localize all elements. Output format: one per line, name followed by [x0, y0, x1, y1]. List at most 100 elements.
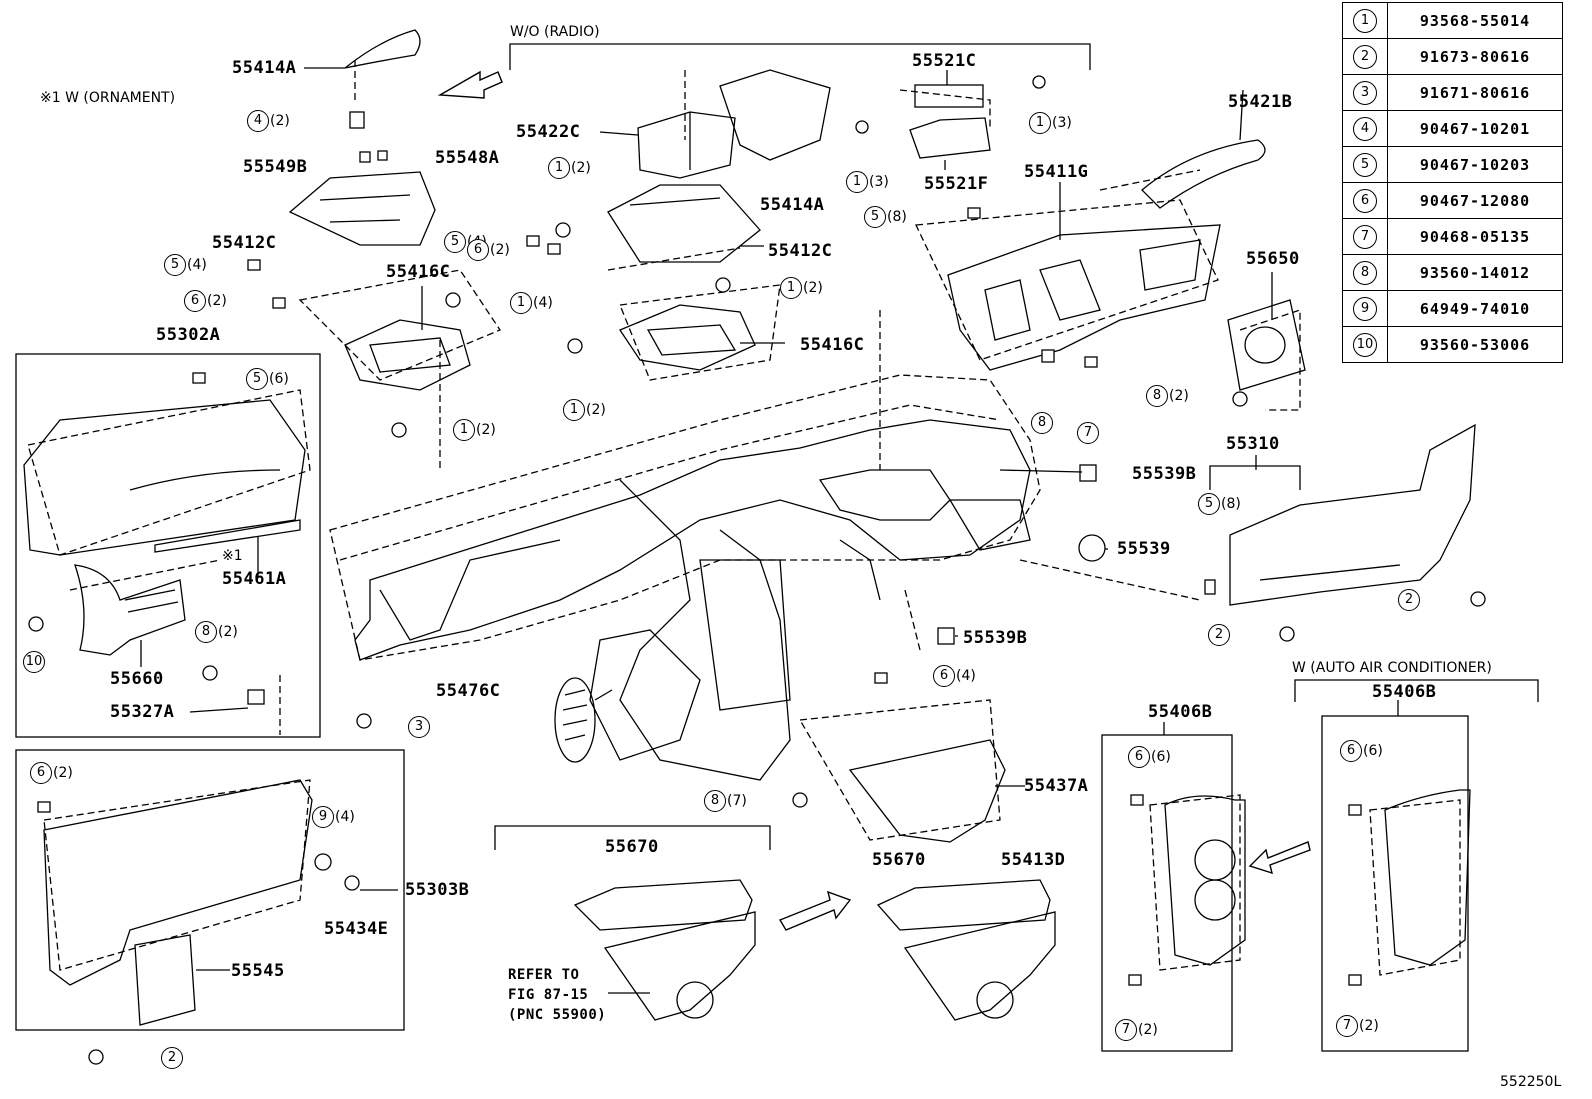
part-label-55412C: 55412C — [212, 233, 277, 253]
callout-2: 2 — [1398, 589, 1420, 611]
component-55310 — [1229, 423, 1476, 606]
part-label-55461A: 55461A — [222, 569, 287, 589]
callout-8: 8 — [1031, 412, 1053, 434]
part-label-55521F: 55521F — [924, 174, 989, 194]
group-box-55303B — [15, 749, 405, 1031]
component-55539 — [1078, 534, 1106, 562]
part-label-55327A: 55327A — [110, 702, 175, 722]
callout-1: 1(3) — [846, 171, 889, 193]
group-box-55302A — [15, 353, 321, 738]
bracket-refer — [494, 825, 771, 850]
part-label-55548A: 55548A — [435, 148, 500, 168]
legend-part-number: 90468-05135 — [1387, 218, 1563, 255]
component-55414A-top — [344, 29, 421, 69]
part-label-55422C: 55422C — [516, 122, 581, 142]
component-55434E — [344, 875, 360, 891]
callout-2: 2 — [1208, 624, 1230, 646]
part-label-55650: 55650 — [1246, 249, 1300, 269]
callout-8: 8(2) — [195, 621, 238, 643]
callout-9: 9(4) — [312, 806, 355, 828]
instrument-panel-body — [354, 419, 1031, 781]
part-label-55413D: 55413D — [1001, 850, 1066, 870]
legend-part-number: 93560-14012 — [1387, 254, 1563, 291]
part-label-55406B: 55406B — [1148, 702, 1213, 722]
part-label-55406B: 55406B — [1372, 682, 1437, 702]
part-label-55549B: 55549B — [243, 157, 308, 177]
legend-number: 9 — [1353, 296, 1377, 321]
component-55422C — [637, 111, 736, 179]
part-label-55414A: 55414A — [232, 58, 297, 78]
callout-6: 6(2) — [184, 290, 227, 312]
legend-row: 9 64949-74010 — [1342, 290, 1563, 327]
part-label-55303B: 55303B — [405, 880, 470, 900]
component-55414A-mid — [719, 69, 831, 161]
component-55406B-left — [1164, 795, 1246, 966]
bracket-55310 — [1209, 465, 1301, 490]
component-55406B-right — [1384, 789, 1471, 966]
fastener-clips — [28, 75, 1486, 1065]
component-55650 — [1227, 299, 1306, 391]
part-label-55310: 55310 — [1226, 434, 1280, 454]
part-label-55411G: 55411G — [1024, 162, 1089, 182]
legend-number: 10 — [1353, 332, 1377, 357]
bracket-auto-ac — [1294, 679, 1539, 702]
note-ornament-marker: ※1 — [222, 548, 243, 564]
component-55660 — [74, 564, 186, 656]
callout-6: 6(4) — [933, 665, 976, 687]
refer-line-1: REFER TO — [508, 967, 580, 983]
legend-part-number: 93560-53006 — [1387, 326, 1563, 363]
component-55670-right — [876, 879, 1051, 931]
callout-1: 1(4) — [510, 292, 553, 314]
component-55521F — [909, 117, 991, 159]
part-label-55521C: 55521C — [912, 51, 977, 71]
note-ornament: ※1 W (ORNAMENT) — [40, 90, 176, 106]
callout-8: 8(7) — [704, 790, 747, 812]
part-label-55414A: 55414A — [760, 195, 825, 215]
instrument-panel-frame — [329, 374, 1041, 661]
component-55545 — [134, 934, 196, 1026]
component-55521C — [914, 84, 984, 108]
legend-number: 4 — [1353, 116, 1377, 141]
legend-row: 8 93560-14012 — [1342, 254, 1563, 291]
component-55476C — [554, 677, 596, 763]
callout-6: 6(6) — [1340, 740, 1383, 762]
component-panel-left — [603, 911, 756, 1021]
legend-number: 8 — [1353, 260, 1377, 285]
legend-number: 6 — [1353, 188, 1377, 213]
callout-7: 7 — [1077, 422, 1099, 444]
callout-5: 5(8) — [864, 206, 907, 228]
callout-2: 2 — [161, 1047, 183, 1069]
callout-1: 1(3) — [1029, 112, 1072, 134]
group-box-55406B-left — [1101, 734, 1233, 1052]
callout-1: 1(2) — [780, 277, 823, 299]
component-55303B-kickpanel — [43, 779, 313, 986]
part-label-55412C: 55412C — [768, 241, 833, 261]
legend-number: 2 — [1353, 44, 1377, 69]
component-55412C-left — [288, 171, 436, 246]
legend-number: 1 — [1353, 8, 1377, 33]
part-label-55416C: 55416C — [800, 335, 865, 355]
legend-part-number: 64949-74010 — [1387, 290, 1563, 327]
legend-part-number: 93568-55014 — [1387, 2, 1563, 39]
legend-part-number: 90467-10201 — [1387, 110, 1563, 147]
part-label-55302A: 55302A — [156, 325, 221, 345]
legend-row: 10 93560-53006 — [1342, 326, 1563, 363]
component-55670-left — [573, 879, 753, 931]
component-55421B — [1141, 139, 1266, 209]
component-55416C-mid — [619, 304, 756, 371]
part-label-55539B: 55539B — [963, 628, 1028, 648]
callout-5: 5(4) — [164, 254, 207, 276]
note-auto-ac: W (AUTO AIR CONDITIONER) — [1292, 660, 1492, 676]
part-label-55416C: 55416C — [386, 262, 451, 282]
part-label-55434E: 55434E — [324, 919, 389, 939]
component-55411G — [947, 224, 1221, 371]
legend-part-number: 90467-10203 — [1387, 146, 1563, 183]
callout-7: 7(2) — [1336, 1015, 1379, 1037]
